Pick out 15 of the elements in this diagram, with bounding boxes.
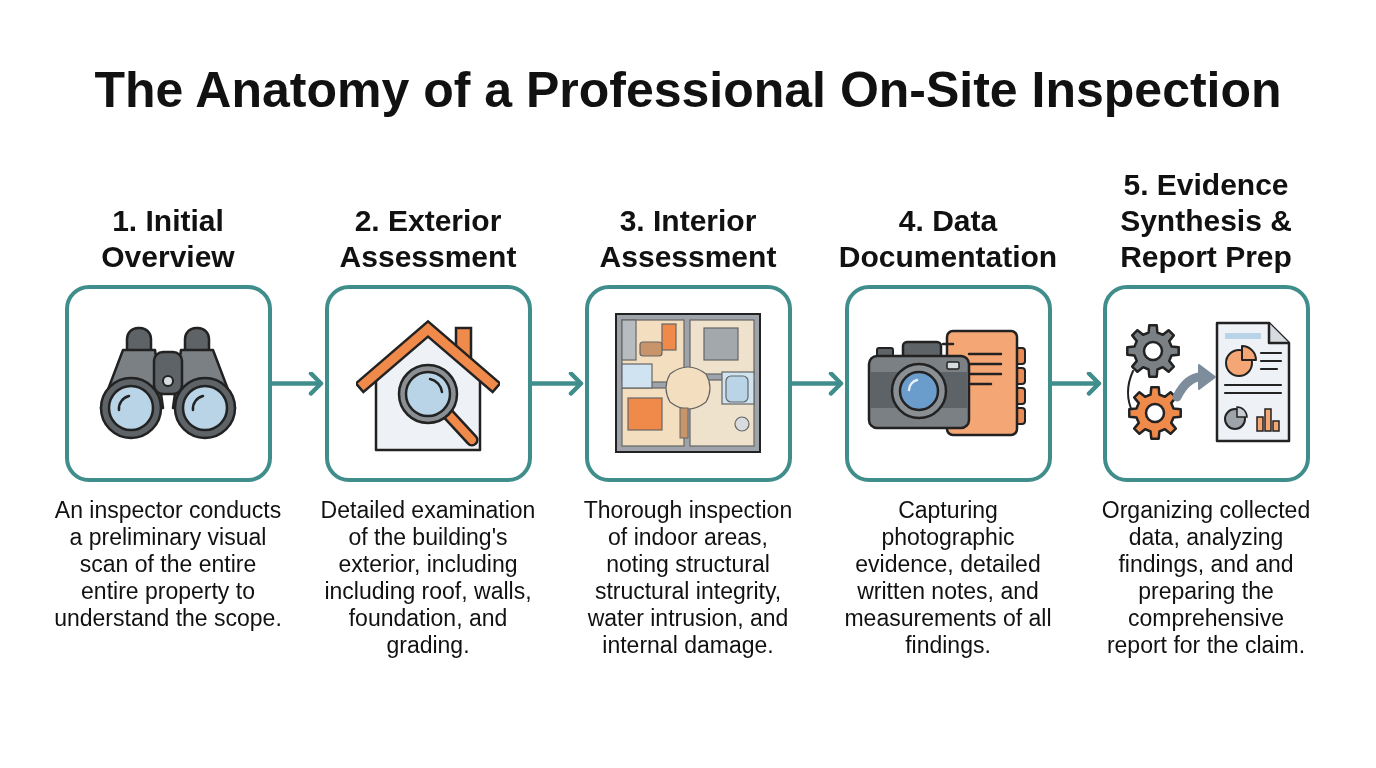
- step-description: Organizing collected data, analyzing findings, and and preparing the comprehensive report for the claim.: [1100, 497, 1312, 659]
- step-title: 4. Data Documentation: [837, 203, 1059, 275]
- step-description: An inspector conducts a preliminary visual scan of the entire entire property to understand the scope.: [53, 497, 283, 632]
- step-title: 3. Interior Assessment: [598, 203, 778, 275]
- step-title: 1. Initial Overview: [100, 203, 236, 275]
- arrow: [272, 371, 324, 396]
- step-description: Capturing photographic evidence, detailed written notes, and measurements of all findings.: [843, 497, 1053, 659]
- step-title: 2. Exterior Assessment: [338, 203, 518, 275]
- arrow: [532, 371, 584, 396]
- step-title: 5. Evidence Synthesis & Report Prep: [1119, 167, 1293, 275]
- diagram-title: The Anatomy of a Professional On-Site Inspection: [94, 61, 1282, 120]
- arrow: [792, 371, 844, 396]
- arrow: [1052, 371, 1102, 396]
- step-description: Thorough inspection of indoor areas, noting structural structural integrity, water intrusion, and internal damage.: [582, 497, 794, 659]
- step-description: Detailed examination of the building's exterior, including including roof, walls, foundation, and grading.: [319, 497, 537, 659]
